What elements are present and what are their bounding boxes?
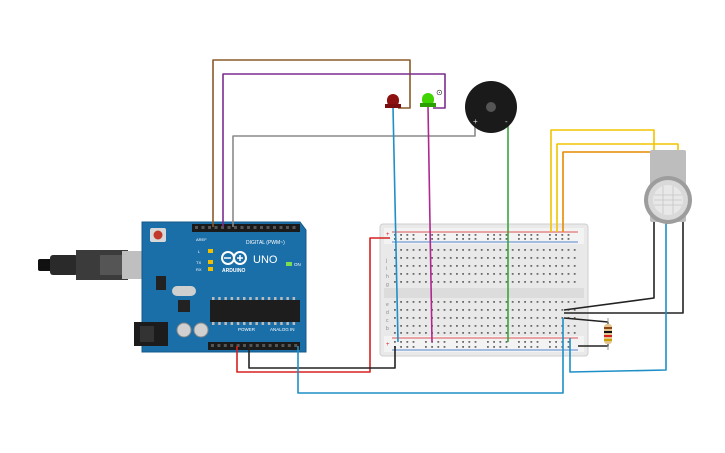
usb-cable-end <box>38 259 52 271</box>
wire-red-5v <box>236 237 390 373</box>
board-brand: ARDUINO <box>222 268 245 274</box>
wire-brown <box>212 59 411 227</box>
row-letter-e: e <box>386 302 389 308</box>
wire-black-sensor-1 <box>563 222 655 311</box>
power-label: POWER <box>238 327 256 332</box>
arduino-uno-board[interactable]: DIGITAL (PWM~) AREF UNO ARDUINO ON L TX … <box>38 221 307 353</box>
row-letter-h: h <box>386 274 389 280</box>
buzzer-minus-label: - <box>505 117 508 126</box>
wire-blue-sensor <box>569 222 667 373</box>
wire-blue-led <box>392 106 399 343</box>
rail-plus-label-bottom: + <box>386 342 390 348</box>
usb-plug <box>50 255 78 275</box>
row-letter-c: c <box>386 318 389 324</box>
arduino-logo <box>221 251 247 265</box>
wire-black-sensor-2 <box>564 206 684 314</box>
row-letter-j: j <box>385 258 387 264</box>
gas-sensor[interactable] <box>644 150 692 224</box>
aref-label: AREF <box>196 237 207 242</box>
usb-port <box>122 251 142 279</box>
wire-gray <box>232 124 476 227</box>
row-letter-g: g <box>386 282 389 288</box>
rail-plus-label: + <box>386 232 390 238</box>
tx-label: TX <box>196 260 201 265</box>
led-green[interactable]: ⊙ <box>420 88 443 107</box>
on-led <box>286 262 292 266</box>
wire-magenta-led <box>427 105 433 343</box>
analog-label: ANALOG IN <box>270 327 295 332</box>
digital-header <box>192 224 300 232</box>
capacitor-1 <box>176 322 192 338</box>
crystal <box>172 286 196 296</box>
row-letter-b: b <box>386 326 389 332</box>
resistor[interactable] <box>604 318 612 350</box>
wires <box>212 59 684 394</box>
row-letter-i: i <box>386 266 387 272</box>
wire-purple <box>222 73 446 227</box>
led-symbol: ⊙ <box>436 88 443 97</box>
wire-yellow-1 <box>550 129 655 232</box>
breadboard[interactable]: + + j i h g e d c b <box>379 223 589 357</box>
power-analog-header <box>208 342 300 350</box>
atmega-chip <box>210 300 300 322</box>
wire-black-res <box>563 317 609 323</box>
digital-label: DIGITAL (PWM~) <box>246 240 285 246</box>
wire-black-gnd <box>248 346 396 369</box>
on-label: ON <box>294 262 301 267</box>
board-model: UNO <box>253 254 278 266</box>
wire-blue-analog <box>297 318 564 394</box>
buzzer-plus-label: + <box>473 117 478 126</box>
rx-label: RX <box>196 267 202 272</box>
l-label: L <box>198 249 201 254</box>
capacitor-2 <box>193 322 209 338</box>
piezo-buzzer[interactable]: + - <box>465 81 517 133</box>
led-red[interactable] <box>385 94 401 108</box>
row-letter-d: d <box>386 310 389 316</box>
